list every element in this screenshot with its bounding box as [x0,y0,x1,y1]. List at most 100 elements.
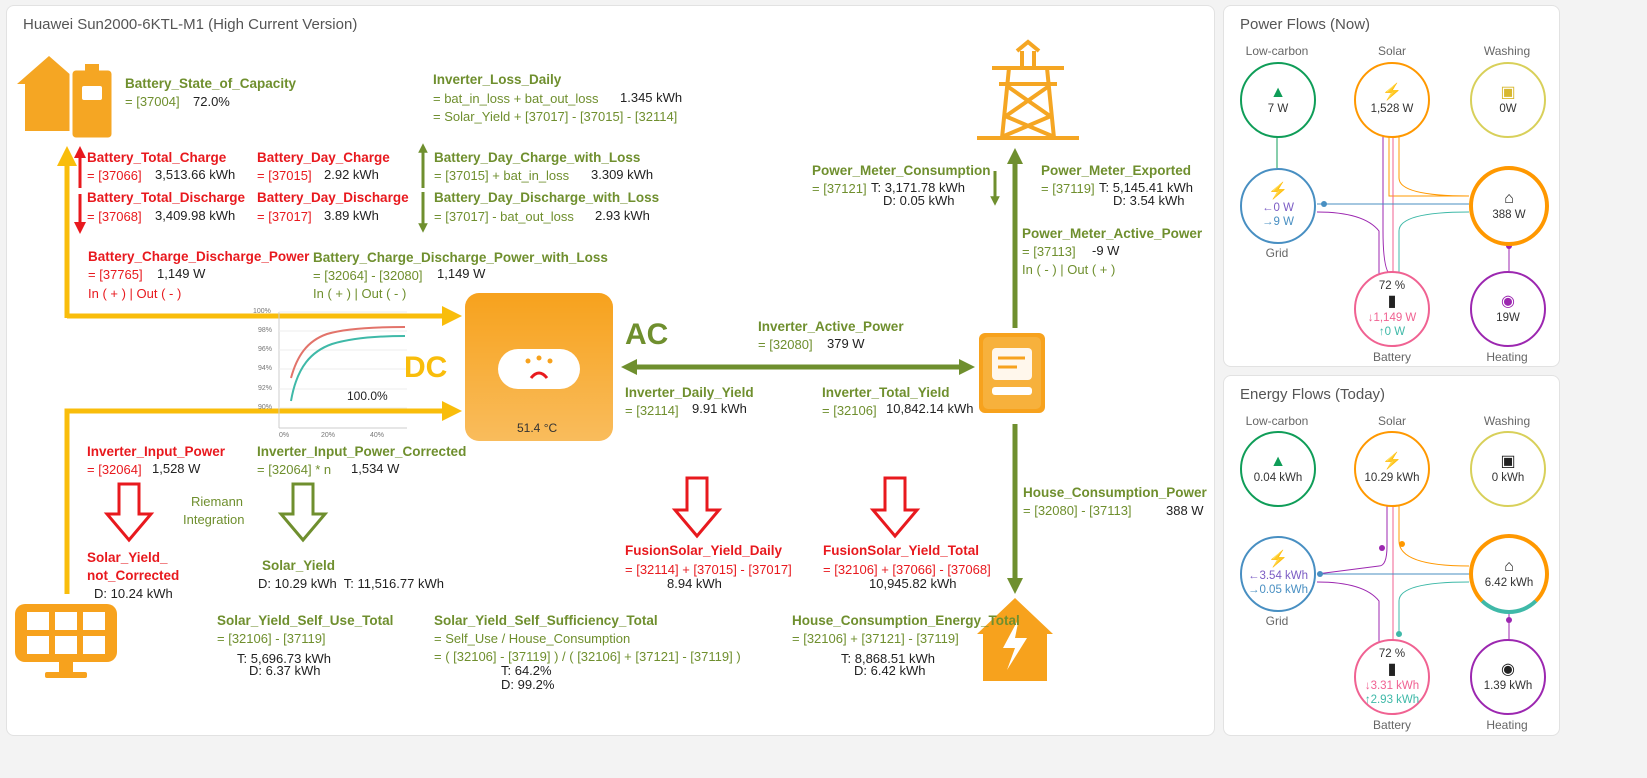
battery-day-discharge-loss-name[interactable]: Battery_Day_Discharge_with_Loss [434,190,660,205]
battery-day-discharge-loss-value: 2.93 kWh [595,208,650,223]
inverter-loss-name[interactable]: Inverter_Loss_Daily [433,72,562,87]
inverter-input-power-corrected-formula: = [32064] * n [257,462,332,477]
inverter-active-power-name[interactable]: Inverter_Active_Power [758,319,904,334]
inverter-total-yield-reg: = [32106] [822,403,877,418]
pf-washing-node[interactable]: ▣ 0W [1470,62,1546,138]
battery-total-discharge-name[interactable]: Battery_Total_Discharge [87,190,246,205]
battery-day-discharge-value: 3.89 kWh [324,208,379,223]
ac-label: AC [625,318,669,351]
fusionsolar-total-value: 10,945.82 kWh [869,576,957,591]
pf-battery-out: ↓1,149 W [1367,312,1417,324]
battery-day-discharge-name[interactable]: Battery_Day_Discharge [257,190,409,205]
battery-cd-power-loss-direction: In ( + ) | Out ( - ) [313,286,407,301]
solar-panel-icon [15,604,117,678]
inverter-input-power-corrected-name[interactable]: Inverter_Input_Power_Corrected [257,444,467,459]
battery-soc-value: 72.0% [193,94,230,109]
power-meter-exported-daily: D: 3.54 kWh [1113,193,1185,208]
self-use-name[interactable]: Solar_Yield_Self_Use_Total [217,613,394,628]
fusionsolar-daily-name[interactable]: FusionSolar_Yield_Daily [625,543,783,558]
pf-battery-label: Battery [1372,350,1411,364]
inverter-input-power-name[interactable]: Inverter_Input_Power [87,444,226,459]
pf-heating-value: 19W [1496,312,1520,324]
inverter-daily-yield-value: 9.91 kWh [692,401,747,416]
power-meter-active-power-name[interactable]: Power_Meter_Active_Power [1022,226,1203,241]
efficiency-ytick: 100% [253,308,271,315]
power-flows-title: Power Flows (Now) [1240,16,1371,33]
ef-lowcarbon-node[interactable]: ▲ 0.04 kWh [1240,431,1316,507]
inverter-total-yield-value: 10,842.14 kWh [886,401,974,416]
battery-cd-power-reg: = [37765] [88,267,143,282]
ef-battery-pct: 72 % [1378,648,1406,660]
solar-yield-name[interactable]: Solar_Yield [262,558,336,573]
power-meter-exported-name[interactable]: Power_Meter_Exported [1041,163,1192,178]
battery-cd-power-loss-formula: = [32064] - [32080] [313,268,423,283]
ef-battery-node[interactable]: 72 % ▮ ↓3.31 kWh ↑2.93 kWh [1354,639,1430,715]
house-consumption-energy-name[interactable]: House_Consumption_Energy_Total [792,613,1020,628]
battery-day-charge-name[interactable]: Battery_Day_Charge [257,150,390,165]
battery-icon: ▮ [1387,661,1397,678]
heating-icon: ◉ [1501,661,1515,678]
house-consumption-energy-daily: D: 6.42 kWh [854,663,926,678]
inverter-input-power-value: 1,528 W [152,461,201,476]
ef-battery-in: ↑2.93 kWh [1364,694,1420,706]
ef-lowcarbon-label: Low-carbon [1245,414,1309,428]
inverter-total-yield-name[interactable]: Inverter_Total_Yield [822,385,950,400]
ef-battery-out: ↓3.31 kWh [1364,680,1420,692]
ef-heating-value: 1.39 kWh [1483,680,1533,692]
pf-battery-pct: 72 % [1378,280,1406,292]
efficiency-chart [278,311,407,429]
pf-solar-value: 1,528 W [1370,103,1414,115]
fusionsolar-total-name[interactable]: FusionSolar_Yield_Total [823,543,980,558]
solar-yield-nc-name-1[interactable]: Solar_Yield_ [87,550,168,565]
inverter-temperature: 51.4 °C [517,421,558,435]
battery-day-charge-loss-name[interactable]: Battery_Day_Charge_with_Loss [434,150,641,165]
pf-lowcarbon-node[interactable]: ▲ 7 W [1240,62,1316,138]
pf-home-node[interactable]: ⌂ 388 W [1469,166,1549,246]
self-sufficiency-name[interactable]: Solar_Yield_Self_Sufficiency_Total [434,613,658,628]
pf-heating-node[interactable]: ◉ 19W [1470,271,1546,347]
solar-yield-value: D: 10.29 kWh T: 11,516.77 kWh [258,576,444,591]
self-use-daily: D: 6.37 kWh [249,663,321,678]
efficiency-xtick: 40% [370,432,385,439]
battery-cd-power-name[interactable]: Battery_Charge_Discharge_Power [88,249,310,264]
battery-cd-power-value: 1,149 W [157,266,206,281]
ef-solar-label: Solar [1377,414,1406,428]
pf-grid-node[interactable]: ⚡ ←0 W →9 W [1240,168,1316,244]
fusionsolar-daily-value: 8.94 kWh [667,576,722,591]
ef-grid-node[interactable]: ⚡ ←3.54 kWh →0.05 kWh [1240,536,1316,612]
pf-solar-node[interactable]: ⚡ 1,528 W [1354,62,1430,138]
house-consumption-energy-formula: = [32106] + [37121] - [37119] [792,631,959,646]
main-card-title: Huawei Sun2000-6KTL-M1 (High Current Ver… [23,16,358,33]
self-use-total: T: 5,696.73 kWh [237,651,331,666]
ef-solar-node[interactable]: ⚡ 10.29 kWh [1354,431,1430,507]
inverter-input-power-reg: = [32064] [87,462,142,477]
efficiency-ytick: 96% [258,346,273,353]
pf-grid-label: Grid [1265,246,1289,260]
house-consumption-power-name[interactable]: House_Consumption_Power [1023,485,1207,500]
ef-washing-node[interactable]: ▣ 0 kWh [1470,431,1546,507]
main-card: Huawei Sun2000-6KTL-M1 (High Current Ver… [6,5,1215,736]
power-meter-consumption-name[interactable]: Power_Meter_Consumption [812,163,991,178]
power-meter-consumption-total: T: 3,171.78 kWh [871,180,965,195]
battery-cd-power-loss-name[interactable]: Battery_Charge_Discharge_Power_with_Loss [313,250,608,265]
battery-day-discharge-reg: = [37017] [257,209,312,224]
solar-yield-nc-name-2[interactable]: not_Corrected [87,568,180,583]
inverter-input-power-corrected-value: 1,534 W [351,461,400,476]
energy-flows-title: Energy Flows (Today) [1240,386,1386,403]
self-sufficiency-total: T: 64.2% [501,663,552,678]
ef-home-node[interactable]: ⌂ 6.42 kWh [1469,534,1549,614]
self-sufficiency-formula2: = ( [32106] - [37119] ) / ( [32106] + [3… [434,649,741,664]
inverter-daily-yield-name[interactable]: Inverter_Daily_Yield [625,385,754,400]
inverter-loss-formula2: = Solar_Yield + [37017] - [37015] - [321… [433,109,678,124]
pf-home-value: 388 W [1492,209,1526,221]
pf-battery-node[interactable]: 72 % ▮ ↓1,149 W ↑0 W [1354,271,1430,347]
self-sufficiency-daily: D: 99.2% [501,677,555,692]
battery-total-charge-name[interactable]: Battery_Total_Charge [87,150,227,165]
energy-flows-card: Energy Flows (Today) Low-carbon ▲ 0.04 k… [1223,375,1560,736]
heating-icon: ◉ [1501,293,1515,310]
riemann-label-2: Integration [183,512,245,527]
house-battery-icon [17,56,115,141]
ef-heating-node[interactable]: ◉ 1.39 kWh [1470,639,1546,715]
battery-soc-name[interactable]: Battery_State_of_Capacity [125,76,297,91]
ef-washing-label: Washing [1483,414,1531,428]
